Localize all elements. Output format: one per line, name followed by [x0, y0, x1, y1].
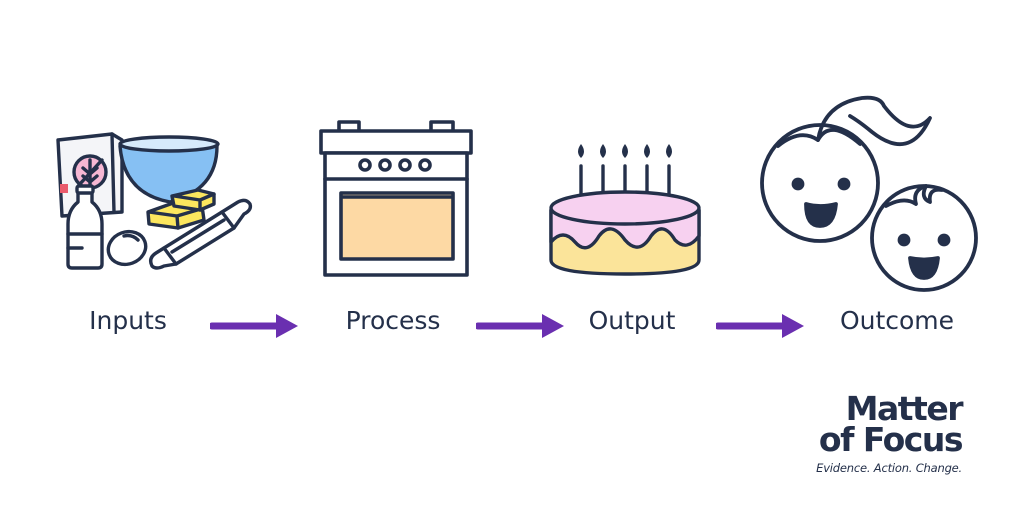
brand-name-line2: of Focus — [818, 420, 964, 459]
step-label-output: Output — [588, 306, 676, 335]
arrow-right-icon — [476, 314, 564, 338]
happy-children-icon — [760, 95, 978, 292]
brand-name-line1: Matter — [845, 389, 964, 428]
arrow-right-icon — [716, 314, 804, 338]
step-label-process: Process — [345, 306, 441, 335]
baking-ingredients-icon — [56, 132, 253, 270]
birthday-cake-icon — [549, 144, 701, 276]
brand-logo: Matter of Focus Evidence. Action. Change… — [816, 389, 964, 475]
step-label-outcome: Outcome — [839, 306, 955, 335]
brand-tagline: Evidence. Action. Change. — [816, 461, 962, 475]
oven-icon — [319, 120, 473, 277]
step-label-inputs: Inputs — [89, 306, 167, 335]
arrow-right-icon — [210, 314, 298, 338]
